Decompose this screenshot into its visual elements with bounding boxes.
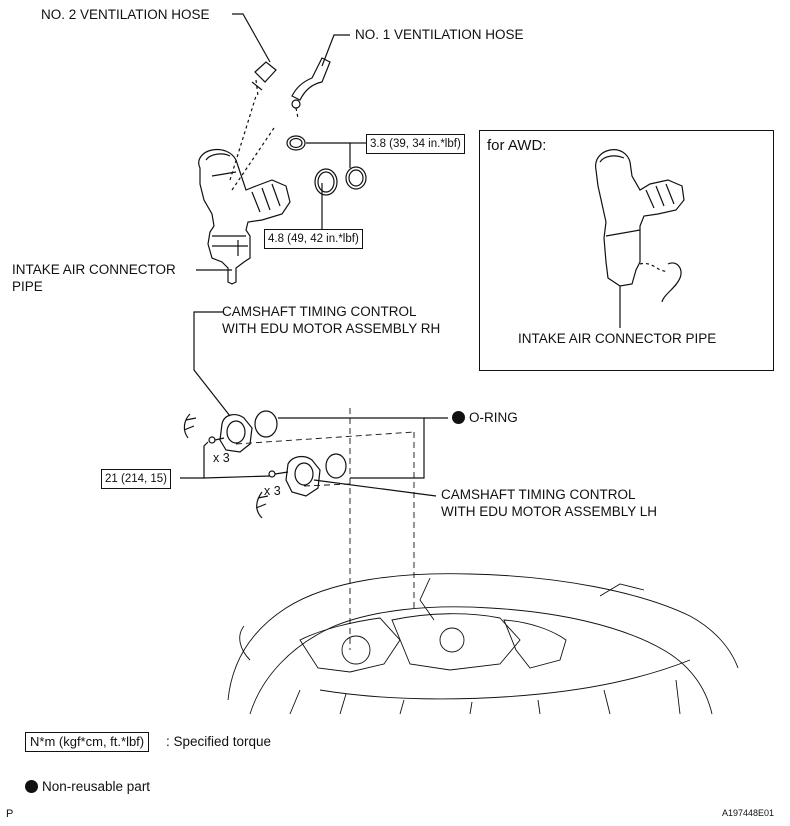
label-o-ring: O-RING — [452, 410, 518, 426]
awd-panel-title: for AWD: — [487, 137, 547, 154]
o-ring-rh — [254, 410, 278, 438]
label-o-ring-text: O-RING — [469, 410, 518, 425]
label-cam-rh-line1: CAMSHAFT TIMING CONTROL — [222, 304, 417, 319]
label-intake-pipe-line2: PIPE — [12, 279, 43, 294]
leader-no1-hose — [321, 34, 350, 67]
non-reusable-legend-dot-icon — [25, 780, 38, 793]
label-qty-rh: x 3 — [213, 451, 230, 465]
clamp-small — [286, 135, 306, 151]
footer-left-mark: P — [6, 808, 14, 820]
label-cam-lh-line1: CAMSHAFT TIMING CONTROL — [441, 487, 636, 502]
no1-ventilation-hose — [291, 57, 331, 119]
awd-panel-caption: INTAKE AIR CONNECTOR PIPE — [518, 331, 717, 346]
label-cam-lh-line2: WITH EDU MOTOR ASSEMBLY LH — [441, 504, 658, 519]
label-cam-rh-line2: WITH EDU MOTOR ASSEMBLY RH — [222, 321, 441, 336]
intake-air-connector-pipe — [198, 95, 291, 285]
figure-id: A197448E01 — [722, 808, 775, 818]
leader-cam-lh — [313, 479, 437, 497]
leader-no2-hose — [232, 13, 271, 63]
leader-o-ring — [278, 417, 448, 479]
legend-nonreusable: Non-reusable part — [25, 779, 150, 795]
camshaft-actuator-rh — [183, 413, 253, 453]
camshaft-actuator-lh — [255, 455, 321, 519]
label-intake-pipe-line1: INTAKE AIR CONNECTOR — [12, 262, 176, 277]
awd-inset-panel: for AWD: INTAKE AIR CONNECTOR PIPE — [479, 130, 774, 371]
non-reusable-dot-icon — [452, 411, 465, 424]
leader-bolts — [180, 441, 271, 479]
legend-torque-unit-box: N*m (kgf*cm, ft.*lbf) — [25, 732, 150, 752]
label-qty-lh: x 3 — [264, 484, 281, 498]
torque-box-clamp-large: 4.8 (49, 42 in.*lbf) — [264, 229, 363, 249]
torque-box-bolts: 21 (214, 15) — [101, 469, 172, 489]
legend-torque-description: : Specified torque — [166, 734, 272, 749]
leader-cam-rh — [193, 311, 231, 417]
no2-ventilation-hose — [251, 61, 277, 97]
engine-compartment — [227, 573, 739, 715]
o-ring-lh — [325, 453, 347, 479]
torque-box-clamp-small: 3.8 (39, 34 in.*lbf) — [366, 134, 465, 154]
label-no1-ventilation-hose: NO. 1 VENTILATION HOSE — [355, 27, 524, 42]
legend-nonreusable-text: Non-reusable part — [42, 779, 151, 794]
clamp-large-pair — [314, 166, 367, 196]
awd-intake-air-connector-pipe — [595, 149, 685, 328]
alignment-lines — [235, 408, 415, 650]
label-no2-ventilation-hose: NO. 2 VENTILATION HOSE — [41, 7, 210, 22]
